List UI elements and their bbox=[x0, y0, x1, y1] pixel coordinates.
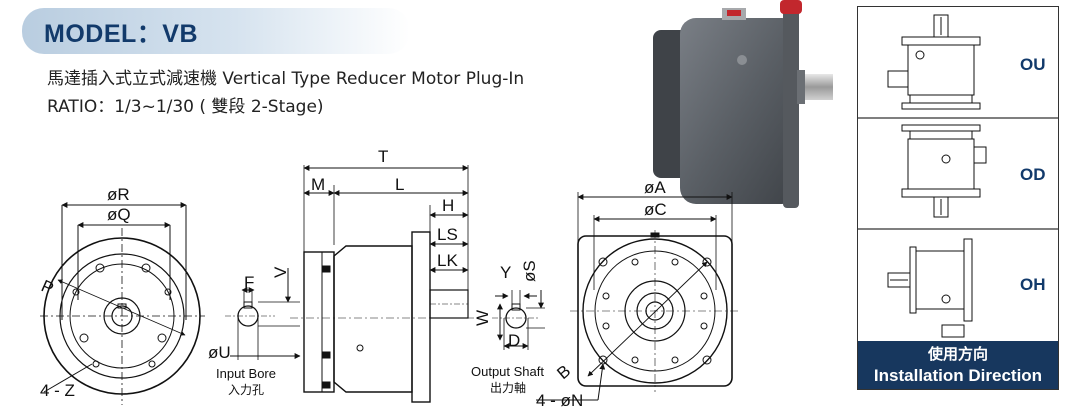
product-subtitle: 馬達插入式立式減速機 Vertical Type Reducer Motor P… bbox=[47, 69, 525, 89]
dim-L: L bbox=[395, 175, 404, 194]
dim-T: T bbox=[378, 147, 388, 166]
installation-direction-panel: OU OD OH 使用方向 Installation Direction bbox=[857, 6, 1059, 390]
dim-R: øR bbox=[107, 185, 130, 204]
dim-V: V bbox=[271, 266, 290, 278]
side-view bbox=[290, 165, 480, 403]
dim-M: M bbox=[311, 175, 325, 194]
flange-view bbox=[536, 192, 740, 401]
input-bore-caption: Input Bore bbox=[216, 366, 276, 381]
dim-N: 4 - øN bbox=[536, 391, 583, 410]
ratio-text: RATIO：1/3~1/30 ( 雙段 2-Stage) bbox=[47, 97, 324, 117]
output-shaft-caption-cn: 出力軸 bbox=[490, 381, 526, 395]
dim-F: F bbox=[244, 273, 254, 292]
installation-title-cn: 使用方向 bbox=[927, 345, 988, 363]
output-shaft-detail bbox=[492, 290, 545, 350]
dim-LK: LK bbox=[437, 251, 458, 270]
product-photo bbox=[653, 0, 833, 208]
dim-W: W bbox=[473, 310, 492, 326]
dim-S: øS bbox=[520, 260, 539, 282]
install-code-oh: OH bbox=[1020, 275, 1046, 294]
dim-A: øA bbox=[644, 178, 666, 197]
mount-oh-icon bbox=[887, 238, 973, 338]
dim-Y: Y bbox=[500, 263, 511, 282]
install-code-od: OD bbox=[1020, 165, 1046, 184]
mount-ou-icon bbox=[887, 14, 981, 110]
mount-od-icon bbox=[901, 124, 987, 218]
model-title: MODEL：VB bbox=[44, 20, 199, 48]
dim-U: øU bbox=[208, 343, 231, 362]
dim-D: D bbox=[508, 331, 520, 350]
dim-LS: LS bbox=[437, 225, 458, 244]
installation-panel-art bbox=[858, 14, 1058, 338]
dim-Q: øQ bbox=[107, 205, 131, 224]
dim-H: H bbox=[442, 196, 454, 215]
input-bore-detail bbox=[225, 268, 301, 360]
model-title-bar bbox=[22, 8, 410, 54]
front-view bbox=[40, 202, 205, 405]
install-code-ou: OU bbox=[1020, 55, 1046, 74]
installation-direction-footer: 使用方向 Installation Direction bbox=[858, 341, 1058, 389]
dim-P: P bbox=[38, 276, 56, 298]
input-bore-caption-cn: 入力孔 bbox=[228, 383, 264, 397]
dim-C: øC bbox=[644, 200, 667, 219]
dim-B: B bbox=[553, 361, 574, 383]
output-shaft-caption: Output Shaft bbox=[471, 364, 544, 379]
installation-title-en: Installation Direction bbox=[873, 366, 1043, 385]
dim-Z: 4 - Z bbox=[40, 381, 75, 400]
